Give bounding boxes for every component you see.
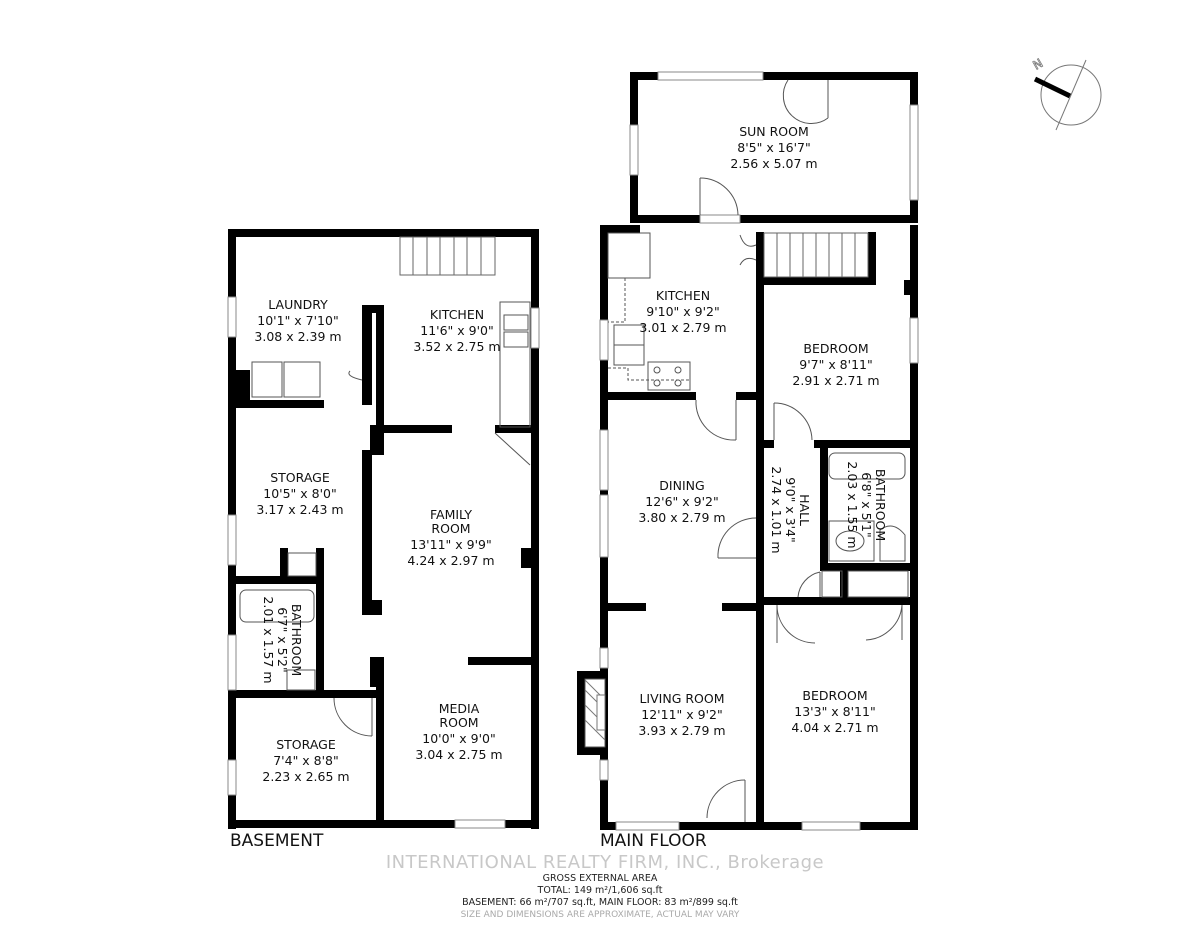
floor-title-main: MAIN FLOOR <box>600 831 707 851</box>
room-name: KITCHEN <box>656 288 710 303</box>
area-title: GROSS EXTERNAL AREA <box>542 873 658 884</box>
area-disclaimer: SIZE AND DIMENSIONS ARE APPROXIMATE, ACT… <box>460 910 740 920</box>
room-name: LAUNDRY <box>268 297 328 312</box>
room-name: STORAGE <box>270 470 330 485</box>
room-metric: 2.91 x 2.71 m <box>792 373 879 388</box>
main-floor-fixtures <box>607 232 909 598</box>
basement-stairs <box>399 236 496 276</box>
room-metric: 3.52 x 2.75 m <box>413 339 500 354</box>
room-imperial: 10'1" x 7'10" <box>257 313 338 328</box>
north-arrow-icon: N <box>1030 56 1102 131</box>
main-floor-room-labels: SUN ROOM 8'5" x 16'7" 2.56 x 5.07 m KITC… <box>638 124 888 738</box>
room-name-2: ROOM <box>431 521 470 536</box>
room-metric: 3.80 x 2.79 m <box>638 510 725 525</box>
room-imperial: 6'7" x 5'2" <box>275 607 290 673</box>
room-name: STORAGE <box>276 737 336 752</box>
room-metric: 2.74 x 1.01 m <box>769 466 784 553</box>
room-name: BATHROOM <box>873 469 888 541</box>
room-name-2: ROOM <box>439 715 478 730</box>
basement-room-labels: LAUNDRY 10'1" x 7'10" 3.08 x 2.39 m KITC… <box>254 297 502 784</box>
room-imperial: 13'3" x 8'11" <box>794 704 875 719</box>
room-name: BEDROOM <box>802 688 867 703</box>
main-floor-doors <box>695 79 903 822</box>
room-imperial: 13'11" x 9'9" <box>410 537 491 552</box>
room-name: DINING <box>659 478 704 493</box>
basement-fixtures <box>239 301 531 737</box>
room-imperial: 9'0" x 3'4" <box>783 477 798 543</box>
room-imperial: 12'11" x 9'2" <box>641 707 722 722</box>
main-floor-stairs <box>763 232 869 278</box>
room-metric: 3.17 x 2.43 m <box>256 502 343 517</box>
room-metric: 2.23 x 2.65 m <box>262 769 349 784</box>
room-name: FAMILY <box>430 507 472 522</box>
compass-label: N <box>1031 56 1046 73</box>
fireplace-icon <box>584 678 606 748</box>
room-name: MEDIA <box>439 701 480 716</box>
area-total: TOTAL: 149 m²/1,606 sq.ft <box>537 885 663 896</box>
room-name: KITCHEN <box>430 307 484 322</box>
room-imperial: 10'0" x 9'0" <box>422 731 495 746</box>
room-imperial: 10'5" x 8'0" <box>263 486 336 501</box>
room-imperial: 9'7" x 8'11" <box>799 357 872 372</box>
floor-title-basement: BASEMENT <box>230 831 324 851</box>
main-floor-windows <box>599 71 919 831</box>
room-imperial: 11'6" x 9'0" <box>420 323 493 338</box>
room-name: LIVING ROOM <box>639 691 724 706</box>
room-imperial: 9'10" x 9'2" <box>646 304 719 319</box>
bathroom-label-rotated: BATHROOM 6'7" x 5'2" 2.01 x 1.57 m <box>261 596 304 683</box>
room-metric: 2.01 x 1.57 m <box>261 596 276 683</box>
room-name: HALL <box>797 494 812 526</box>
room-name: SUN ROOM <box>739 124 809 139</box>
bathroom-label-rotated: BATHROOM 6'8" x 5'1" 2.03 x 1.55 m <box>845 461 888 548</box>
room-metric: 4.24 x 2.97 m <box>407 553 494 568</box>
basement-windows <box>227 296 540 829</box>
area-breakdown: BASEMENT: 66 m²/707 sq.ft, MAIN FLOOR: 8… <box>462 897 738 908</box>
room-metric: 2.03 x 1.55 m <box>845 461 860 548</box>
room-metric: 2.56 x 5.07 m <box>730 156 817 171</box>
room-metric: 3.08 x 2.39 m <box>254 329 341 344</box>
room-imperial: 6'8" x 5'1" <box>859 472 874 538</box>
room-metric: 3.93 x 2.79 m <box>638 723 725 738</box>
hall-label-rotated: HALL 9'0" x 3'4" 2.74 x 1.01 m <box>769 466 812 553</box>
room-metric: 3.04 x 2.75 m <box>415 747 502 762</box>
room-imperial: 7'4" x 8'8" <box>273 753 339 768</box>
room-metric: 4.04 x 2.71 m <box>791 720 878 735</box>
room-metric: 3.01 x 2.79 m <box>639 320 726 335</box>
room-imperial: 8'5" x 16'7" <box>737 140 810 155</box>
room-name: BATHROOM <box>289 604 304 676</box>
room-name: BEDROOM <box>803 341 868 356</box>
brokerage-watermark: INTERNATIONAL REALTY FIRM, INC., Brokera… <box>385 852 825 873</box>
gross-area-summary: GROSS EXTERNAL AREA TOTAL: 149 m²/1,606 … <box>0 873 1200 921</box>
room-imperial: 12'6" x 9'2" <box>645 494 718 509</box>
